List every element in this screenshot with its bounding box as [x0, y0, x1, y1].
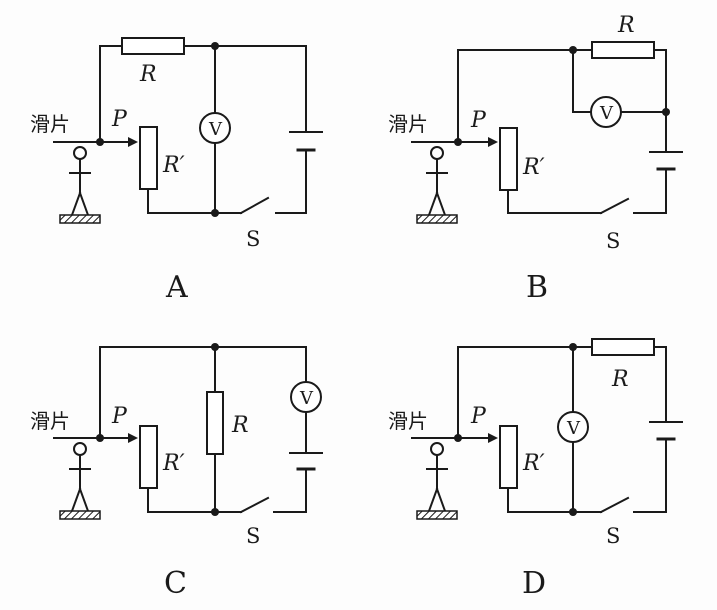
label-p: P: [470, 108, 487, 133]
diagram-b: R P R′ V S 滑片 B: [388, 13, 683, 305]
label-r: R: [611, 367, 629, 392]
switch: [239, 496, 270, 514]
caption-d: D: [522, 566, 546, 601]
fixed-resistor: [591, 41, 655, 59]
rheostat: [499, 425, 518, 489]
label-slider: 滑片: [30, 112, 70, 136]
label-p: P: [111, 107, 128, 132]
label-v: V: [299, 388, 314, 409]
label-v: V: [599, 103, 614, 124]
diagram-d: R P R′ V S 滑片 D: [388, 338, 683, 601]
label-r: R: [139, 62, 157, 87]
diagram-c: R P R′ V S 滑片 C: [30, 343, 323, 601]
fixed-resistor: [121, 37, 185, 55]
label-r: R: [231, 413, 249, 438]
label-r: R: [617, 13, 635, 38]
label-s: S: [246, 227, 260, 251]
switch: [599, 197, 630, 215]
label-v: V: [208, 119, 223, 140]
caption-b: B: [526, 270, 548, 305]
label-slider: 滑片: [30, 409, 70, 433]
label-s: S: [606, 229, 620, 253]
label-r-prime: R′: [162, 153, 185, 178]
caption-c: C: [164, 566, 187, 601]
rheostat: [139, 126, 158, 190]
label-slider: 滑片: [388, 409, 428, 433]
label-r-prime: R′: [522, 155, 545, 180]
diagram-a: R P R′ V S 滑片 A: [30, 37, 323, 305]
fixed-resistor: [206, 391, 224, 455]
label-s: S: [606, 524, 620, 548]
rheostat: [139, 425, 158, 489]
switch: [239, 196, 270, 215]
switch: [599, 496, 630, 514]
fixed-resistor: [591, 338, 655, 356]
label-p: P: [470, 404, 487, 429]
label-r-prime: R′: [162, 451, 185, 476]
caption-a: A: [165, 270, 188, 305]
label-s: S: [246, 524, 260, 548]
rheostat: [499, 127, 518, 191]
label-r-prime: R′: [522, 451, 545, 476]
label-slider: 滑片: [388, 112, 428, 136]
label-v: V: [566, 418, 581, 439]
label-p: P: [111, 404, 128, 429]
